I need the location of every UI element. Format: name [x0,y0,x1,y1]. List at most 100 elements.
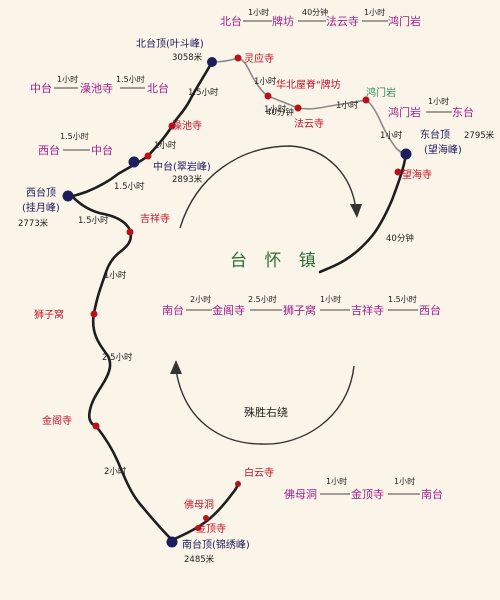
huabei-label: 华北屋脊"牌坊 [276,78,341,91]
hongyan-marker [362,96,370,104]
time-jinge-south: 2小时 [104,466,127,477]
jixiang-temple-marker [126,228,134,236]
circuit-arc-bottom [175,365,355,445]
north-peak-altitude: 3058米 [172,52,203,63]
north-peak-marker [207,57,217,67]
legend-top-item-3: 法云寺 [326,14,359,28]
east-peak-sub: (望海峰) [424,143,462,156]
legend-left-2: 西台 中台 1.5小时 [38,131,113,157]
legend-right-item-2: 东台 [452,105,474,119]
baiyun-temple-marker [235,481,241,487]
time-north-lingying: 1小时 [254,76,277,87]
wanghai-temple-label: 望海寺 [402,168,432,181]
legend-middle-item-1: 南台 [162,303,184,317]
legend-bottom-item-1: 佛母洞 [284,488,317,501]
time-shizi-jinge: 2.5小时 [102,352,133,363]
trail-jinge-south [94,424,174,542]
circuit-arrow-head-bottom [170,360,182,374]
legend-middle-time-4: 1.5小时 [388,294,417,304]
legend-left1-time-1: 1小时 [57,74,78,84]
time-hongyan-east: 1小时 [380,130,403,141]
circuit-arrow-head-top [350,204,362,218]
legend-top-time-3: 1小时 [364,7,385,17]
west-peak-sub: (挂月峰) [22,201,60,214]
north-peak-label: 北台顶(叶斗峰) [136,37,204,50]
legend-middle: 南台 金阁寺 狮子窝 吉祥寺 西台 2小时 2.5小时 1小时 1.5小时 [162,294,441,317]
baiyun-temple-label: 白云寺 [244,466,274,479]
time-north-yanjin: 1.5小时 [188,87,219,98]
legend-bottom: 佛母洞 金顶寺 南台 1小时 1小时 [284,476,443,501]
time-fayun-hongyan: 1小时 [336,100,359,111]
trail-south-baiyun [170,480,240,542]
legend-left1-time-2: 1.5小时 [116,74,145,84]
legend-middle-item-2: 金阁寺 [212,303,245,317]
west-peak-marker [62,190,74,202]
lingying-temple-marker [234,54,242,62]
yanjin-temple-marker [168,122,176,130]
legend-top-time-2: 40分钟 [302,7,328,17]
legend-middle-time-1: 2小时 [190,294,211,304]
east-peak-altitude: 2795米 [464,130,495,141]
trail-north-lingying [211,57,269,97]
legend-top-item-2: 牌坊 [272,14,294,28]
trail-east-town [318,152,408,274]
fayun-temple-marker [294,104,302,112]
lingying-temple-label: 灵应寺 [244,52,274,65]
shizi-label: 狮子窝 [34,308,64,321]
legend-bottom-item-2: 金顶寺 [351,487,384,501]
time-yanjin-central: 1小时 [154,140,177,151]
legend-left2-item-1: 西台 [38,143,60,157]
legend-left2-time-1: 1.5小时 [60,131,89,141]
central-small-marker [144,152,152,160]
circuit-label: 殊胜右绕 [244,405,288,419]
legend-right: 鸿门岩 东台 1小时 [388,96,474,119]
circuit-arc-top [179,145,357,229]
south-peak-altitude: 2485米 [184,554,215,565]
time-lingying-huabei: 1小时 [264,104,287,115]
jinge-temple-label: 金阁寺 [42,414,72,427]
west-peak-name: 西台顶 [26,186,56,199]
shizi-marker [90,310,98,318]
south-peak-marker [166,536,178,548]
time-jixiang-shizi: 1小时 [104,270,127,281]
jinge-temple-marker [92,422,100,430]
central-peak-marker [128,156,140,168]
legend-right-time-1: 1小时 [428,96,449,106]
legend-left1-item-1: 中台 [30,81,52,95]
wanghai-temple-marker [394,168,402,176]
time-central-west: 1.5小时 [114,181,145,192]
legend-top-item-4: 鸿门岩 [388,14,421,28]
legend-top-time-1: 1小时 [248,7,269,17]
legend-middle-item-3: 狮子窝 [283,303,316,317]
jinding-temple-marker [195,525,201,531]
time-east-town: 40分钟 [386,233,414,244]
east-peak-marker [400,148,412,160]
legend-top: 北台 牌坊 法云寺 鸿门岩 1小时 40分钟 1小时 [220,7,421,28]
fomudong-marker [203,515,209,521]
legend-left2-item-2: 中台 [91,143,113,157]
huabei-marker [264,92,272,100]
legend-middle-item-4: 吉祥寺 [351,303,384,317]
town-label: 台 怀 镇 [230,251,322,271]
legend-middle-time-3: 1小时 [320,294,341,304]
west-peak-altitude: 2773米 [18,218,49,229]
legend-bottom-item-3: 南台 [421,487,443,501]
time-huabei-fayun: 40分钟 [266,107,294,118]
trail-west-jixiang [70,194,133,428]
legend-left-1: 中台 澡池寺 北台 1小时 1.5小时 [30,74,169,95]
time-west-jixiang: 1.5小时 [78,215,109,226]
fomudong-label: 佛母洞 [184,498,214,511]
central-peak-altitude: 2893米 [172,174,203,185]
legend-middle-item-5: 西台 [419,303,441,317]
legend-top-item-1: 北台 [220,14,242,28]
yanjin-temple-label: 澡池寺 [172,119,202,132]
jixiang-temple-label: 吉祥寺 [140,212,170,225]
hongyan-label: 鸿门岩 [366,86,396,99]
legend-bottom-time-1: 1小时 [326,476,347,486]
fayun-temple-label: 法云寺 [294,117,324,130]
legend-left1-item-3: 北台 [147,81,169,95]
legend-right-item-1: 鸿门岩 [388,105,421,119]
legend-left1-item-2: 澡池寺 [80,82,113,95]
